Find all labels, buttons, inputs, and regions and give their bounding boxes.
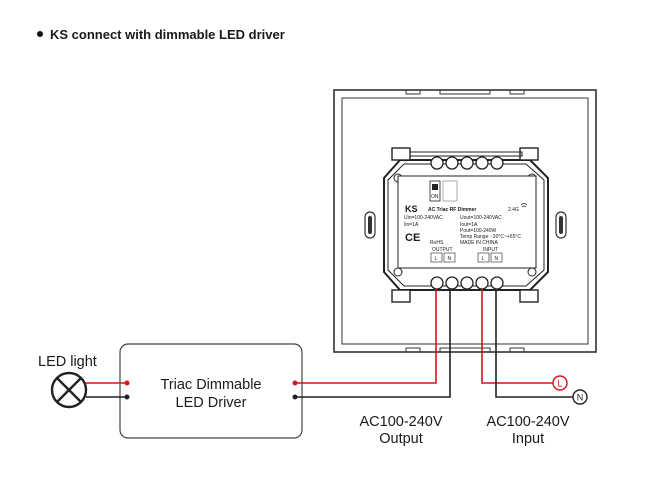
switch-on-label: ON xyxy=(431,194,439,200)
wall-panel xyxy=(333,89,597,353)
switch-legend-icon xyxy=(442,180,458,202)
pin-out-n: N xyxy=(448,256,452,262)
led-driver-box xyxy=(119,343,303,439)
module-iin: Iin=1A xyxy=(404,222,419,228)
module-pout: Pout=100-240W xyxy=(460,228,497,234)
module-iout: Iout=1A xyxy=(460,222,478,228)
module-model: AC Triac RF Dimmer xyxy=(428,207,476,213)
input-neutral-wire xyxy=(495,289,573,398)
driver-in-n-dot xyxy=(124,394,130,400)
output-neutral-wire xyxy=(296,289,451,398)
module-label-plate: ON KS AC Triac RF Dimmer 2.4G Uin=100-24… xyxy=(397,175,537,269)
led-lamp-icon xyxy=(50,371,88,409)
output-voltage-label: AC100-240V xyxy=(359,414,442,430)
mounting-slot-right xyxy=(555,211,567,239)
module-uin: Uin=100-240VAC xyxy=(404,215,443,221)
output-label: Output xyxy=(379,431,423,447)
module-temp-range: Temp Range: -30°C~+55°C xyxy=(460,234,521,240)
output-line-wire xyxy=(296,289,437,384)
input-line-wire xyxy=(481,289,553,384)
led-light-label: LED light xyxy=(38,354,97,370)
driver-label-line1: Triac Dimmable xyxy=(161,377,262,393)
mounting-slot-left xyxy=(364,211,376,239)
wireless-icon xyxy=(520,203,528,208)
diagram-title: KS connect with dimmable LED driver xyxy=(50,27,285,42)
module-brand: KS xyxy=(405,204,418,214)
driver-out-n-dot xyxy=(292,394,298,400)
module-uout: Uout=100-240VAC xyxy=(460,215,502,221)
mains-terminal-l: L xyxy=(552,375,568,391)
module-frequency: 2.4G xyxy=(508,207,519,213)
ce-mark: CE xyxy=(405,232,420,244)
bottom-terminals xyxy=(430,276,504,290)
pin-in-n: N xyxy=(495,256,499,262)
output-tag: OUTPUT xyxy=(432,247,453,253)
mains-terminal-n: N xyxy=(572,389,588,405)
mains-l-label: L xyxy=(557,379,562,389)
driver-out-l-dot xyxy=(292,380,298,386)
module-made-in: MADE IN CHINA xyxy=(460,240,498,246)
top-terminals xyxy=(409,151,523,170)
pin-in-l: L xyxy=(482,256,485,262)
driver-label-line2: LED Driver xyxy=(176,395,247,411)
mains-n-label: N xyxy=(577,393,584,403)
input-label: Input xyxy=(512,431,544,447)
input-tag: INPUT xyxy=(483,247,498,253)
driver-in-l-dot xyxy=(124,380,130,386)
title-bullet xyxy=(37,31,43,37)
dip-switch-icon xyxy=(429,180,441,202)
rohs-mark: RoHS xyxy=(430,240,444,246)
input-voltage-label: AC100-240V xyxy=(486,414,569,430)
pin-out-l: L xyxy=(435,256,438,262)
